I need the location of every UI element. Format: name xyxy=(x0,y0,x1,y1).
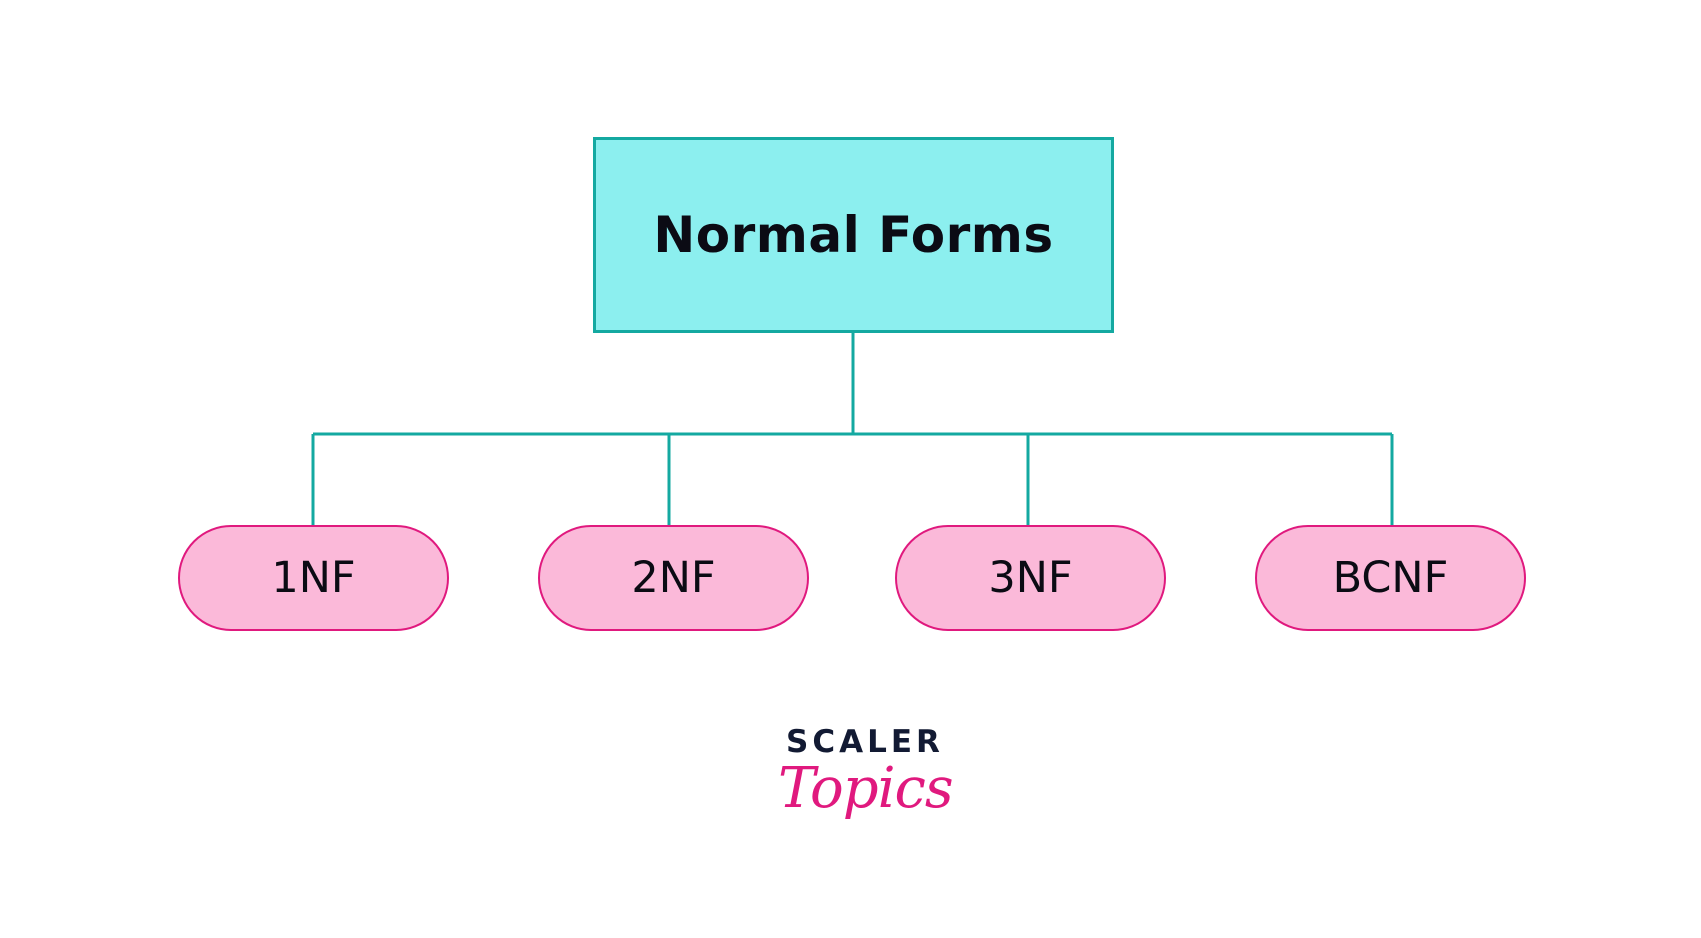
child-node-label: 1NF xyxy=(271,553,356,603)
child-node-bcnf: BCNF xyxy=(1255,525,1526,631)
logo-topics-text: Topics xyxy=(778,756,954,821)
child-node-1nf: 1NF xyxy=(178,525,449,631)
child-node-label: 3NF xyxy=(988,553,1073,603)
child-node-label: 2NF xyxy=(631,553,716,603)
child-node-3nf: 3NF xyxy=(895,525,1166,631)
root-node: Normal Forms xyxy=(593,137,1114,333)
scaler-topics-logo: SCALER Topics xyxy=(770,718,954,848)
child-node-label: BCNF xyxy=(1332,553,1449,603)
child-node-2nf: 2NF xyxy=(538,525,809,631)
root-node-label: Normal Forms xyxy=(653,206,1054,264)
logo-scaler-text: SCALER xyxy=(786,724,944,760)
